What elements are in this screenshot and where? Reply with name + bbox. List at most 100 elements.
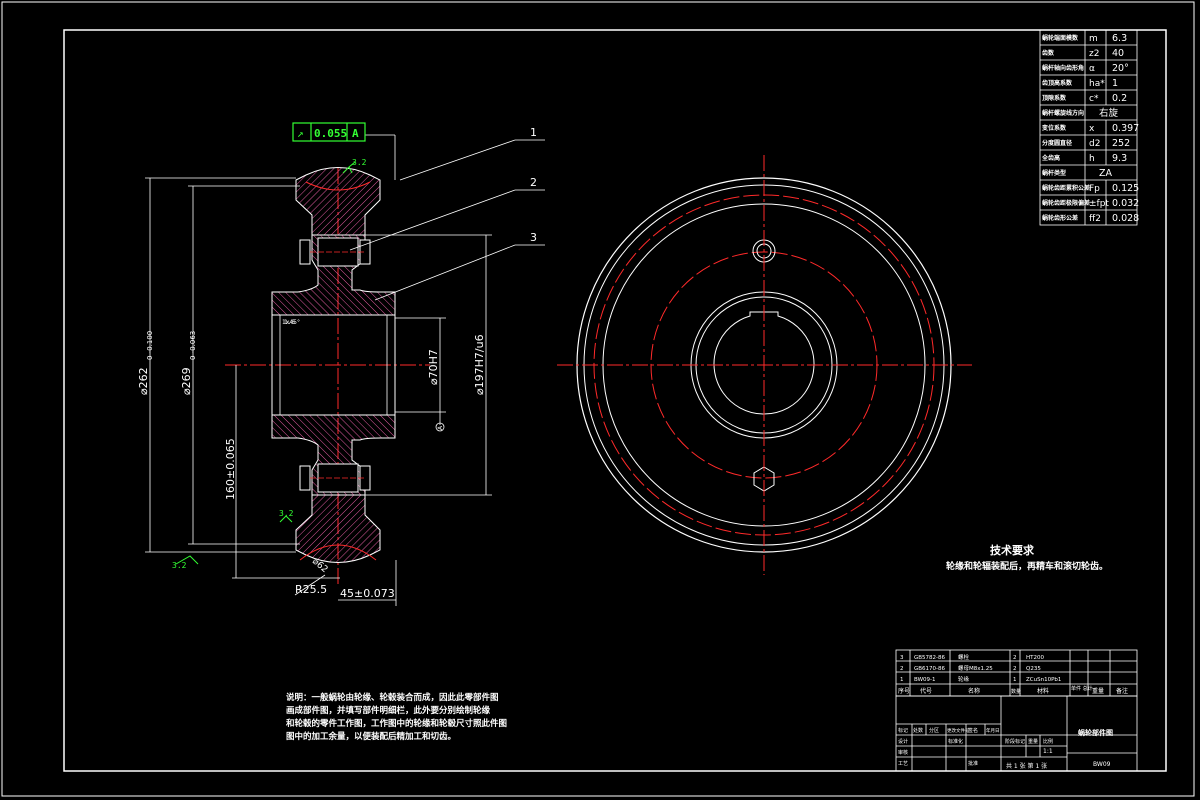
param-name: 蜗杆轴向齿形角 [1042,64,1084,72]
parts-cell-name: 螺母M8x1.25 [958,664,993,672]
tb-label-check: 审核 [898,749,908,756]
tb-label-weight: 重量 [1028,738,1038,745]
param-value: 0.2 [1112,93,1127,104]
param-symbol: c* [1089,94,1099,104]
param-value: ZA [1099,168,1113,179]
tb-label-date: 年月日 [986,727,1000,734]
balloon-2: 2 [530,176,537,189]
title-block-text: 蜗轮部件图 BW09 1:1 共 1 张 第 1 张 标记 处数 分区 更改文件… [898,727,1113,770]
tolerance-value: 0.055 [314,127,347,140]
param-name: 分度圆直径 [1042,139,1072,147]
tb-label-process: 工艺 [898,761,908,767]
parts-header-material: 材料 [1037,687,1049,695]
parts-cell-code: GB6170-86 [914,666,946,672]
tb-label-change: 更改文件号 [947,727,970,734]
parts-cell-qty: 2 [1013,655,1017,661]
drawing-scale: 1:1 [1043,748,1053,755]
roughness-label-1: 3.2 [352,158,367,167]
dim-bore-dia: ⌀70H7 [427,349,440,385]
tb-label-standard: 标准化 [948,738,963,745]
tolerance-symbol: ↗ [297,127,304,140]
parts-cell-name: 螺栓 [958,653,970,661]
front-view [557,155,972,575]
balloon-1: 1 [530,126,537,139]
param-symbol: Fp [1089,184,1100,194]
parts-cell-qty: 1 [1013,677,1017,683]
tb-label-count: 处数 [913,727,923,734]
tb-label-scale: 比例 [1043,738,1053,745]
roughness-label-4: 1.6 [284,319,295,326]
dim-chamfer: 1x45° [282,319,300,326]
param-symbol: x [1089,124,1095,134]
tb-label-stage: 阶段标记 [1005,738,1025,745]
section-view: 1 2 3 ↗ 0.055 A 3.2 3.2 3.2 1.6 ⌀262 0 -… [137,122,545,606]
param-symbol: h [1089,154,1095,164]
param-value: 0.028 [1112,213,1139,224]
param-name: 顶隙系数 [1042,94,1067,102]
rim-lower [295,494,381,563]
dim-hub-fit: ⌀197H7/u6 [473,334,486,395]
param-value: 6.3 [1112,33,1127,44]
notes: 说明：一般蜗轮由轮缘、轮毂装合而成，因此此零部件图 画成部件图，并填写部件明细栏… [286,692,507,742]
roughness-label-2: 3.2 [279,509,294,518]
tech-req-text: 轮缘和轮辐装配后，再精车和滚切轮齿。 [946,560,1108,572]
param-name: 蜗轮齿距累积公差 [1042,184,1090,192]
parts-header-weight: 单件 总计 [1071,685,1093,692]
param-name: 蜗杆螺旋线方向 [1042,109,1084,117]
param-value: 0.397 [1112,123,1139,134]
parts-cell-no: 3 [900,655,904,661]
dim-face-width: 45±0.073 [340,587,395,600]
param-name: 蜗轮齿距极限偏差 [1042,199,1090,207]
param-symbol: d2 [1089,139,1100,149]
note-line-4: 图中的加工余量，以便装配后精加工和切齿。 [286,731,456,742]
worm-arc-upper [305,181,371,191]
param-value: 0.125 [1112,183,1139,194]
bore [271,314,396,416]
param-symbol: ha* [1089,79,1105,89]
parts-cell-code: GB5782-86 [914,655,946,661]
parts-header-name: 名称 [968,687,980,695]
parts-cell-material: Q235 [1026,666,1041,672]
tb-label-mark: 标记 [898,727,908,734]
param-symbol: z2 [1089,49,1099,59]
param-name: 蜗杆类型 [1042,169,1066,177]
datum-label: A [437,425,444,430]
param-value: 1 [1112,78,1118,89]
nut-lower-left [299,465,311,491]
parts-list [895,649,1138,697]
roughness-marks: 3.2 3.2 3.2 1.6 [172,158,367,570]
param-symbol: ff2 [1089,214,1101,224]
param-name: 变位系数 [1042,124,1067,132]
dim-throat-dia: ⌀269 [180,367,193,395]
drawing-number: BW09 [1093,761,1111,768]
parts-header-remark: 备注 [1116,687,1128,695]
tb-label-design: 设计 [898,738,908,745]
param-name: 蜗轮齿形公差 [1042,214,1078,222]
param-symbol: α [1089,64,1095,74]
leader-1 [399,139,516,181]
title-block [895,695,1138,772]
parts-cell-name: 轮缘 [958,675,970,683]
leader-2 [349,189,516,251]
dim-outer-dia: ⌀262 [137,367,150,395]
parts-header-code: 代号 [920,687,932,695]
dim-rim-radius: R25.5 [295,583,327,596]
parts-cell-material: HT200 [1026,655,1044,661]
datum-symbol: A [435,412,445,432]
drawing-title: 蜗轮部件图 [1078,728,1113,737]
param-name: 全齿高 [1041,154,1060,162]
dim-center-dist: 160±0.065 [224,438,237,500]
nut-upper-left [299,239,311,265]
keyway-bore [713,311,815,415]
param-name: 齿顶高系数 [1042,79,1073,87]
param-value: 252 [1112,138,1130,149]
note-line-2: 画成部件图，并填写部件明细栏，此外要分别绘制轮缘 [286,705,491,716]
tb-label-approve: 批准 [968,760,978,767]
drawing-border [63,29,1167,772]
leader-3 [374,244,516,301]
note-line-3: 和轮毂的零件工作图，工作图中的轮缘和轮毂尺寸照此件图 [286,718,507,729]
note-line-1: 说明：一般蜗轮由轮缘、轮毂装合而成，因此此零部件图 [286,692,499,703]
